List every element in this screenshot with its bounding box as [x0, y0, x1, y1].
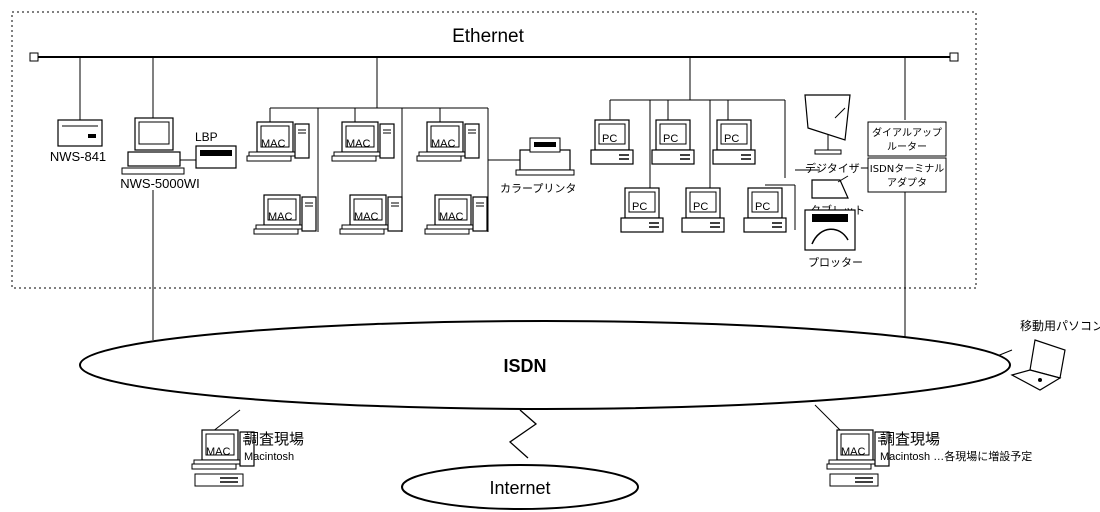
internet-label: Internet [489, 478, 550, 498]
mac-workstation: MAC [416, 121, 480, 162]
ethernet-backbone [29, 52, 959, 62]
pc-workstation: PC [681, 187, 725, 233]
digitizer [804, 94, 851, 155]
site-right-sub: Macintosh …各現場に増設予定 [880, 449, 1032, 463]
svg-text:PC: PC [755, 201, 770, 213]
mac-workstation: MAC [424, 194, 488, 235]
pc-workstation: PC [712, 119, 756, 165]
pc-workstation: PC [743, 187, 787, 233]
svg-text:ルーター: ルーター [887, 141, 927, 153]
isdn-label: ISDN [503, 356, 546, 376]
ethernet-label: Ethernet [452, 26, 525, 47]
internet-network [401, 464, 639, 510]
svg-text:MAC: MAC [439, 211, 464, 223]
site-left-sub: Macintosh [244, 451, 294, 463]
svg-text:PC: PC [602, 133, 617, 145]
svg-text:ISDNターミナル: ISDNターミナル [870, 163, 944, 175]
pc-workstation: PC [620, 187, 664, 233]
mobile-laptop [1010, 339, 1066, 391]
plotter-label: プロッター [808, 256, 863, 269]
lbp-label: LBP [195, 130, 218, 144]
mac-workstation: MAC [331, 121, 395, 162]
site-left-title: 調査現場 [244, 430, 304, 448]
nws-5000wi-workstation [121, 117, 185, 175]
svg-text:アダプタ: アダプタ [887, 176, 927, 189]
isdn-terminal-adapter: ISDNターミナル アダプタ [867, 157, 947, 193]
mac-workstation: MAC [253, 194, 317, 235]
digitizer-label: デジタイザー [805, 161, 871, 175]
pc-workstation: PC [590, 119, 634, 165]
mac-workstation: MAC [339, 194, 403, 235]
svg-text:MAC: MAC [841, 446, 866, 458]
svg-text:MAC: MAC [261, 138, 286, 150]
svg-text:PC: PC [663, 133, 678, 145]
isdn-network [79, 320, 1011, 410]
color-printer [488, 137, 575, 176]
pc-workstation: PC [651, 119, 695, 165]
svg-text:MAC: MAC [354, 211, 379, 223]
svg-text:PC: PC [632, 201, 647, 213]
nws-5000wi-label: NWS-5000WI [120, 176, 199, 191]
site-right-title: 調査現場 [880, 430, 940, 448]
site-mac-left: MAC [191, 429, 255, 487]
lan-boundary [11, 11, 977, 289]
svg-text:MAC: MAC [346, 138, 371, 150]
tablet [811, 175, 849, 199]
color-printer-label: カラープリンタ [500, 182, 576, 195]
svg-text:MAC: MAC [268, 211, 293, 223]
svg-text:PC: PC [693, 201, 708, 213]
nws-841-label: NWS-841 [50, 149, 106, 164]
svg-text:MAC: MAC [206, 446, 231, 458]
internet-link [508, 409, 538, 459]
dialup-router: ダイアルアップ ルーター [867, 121, 947, 157]
site-mac-right: MAC [826, 429, 890, 487]
mobile-pc-label: 移動用パソコン [1020, 319, 1100, 333]
lbp-printer [180, 145, 237, 169]
nws-841-server [57, 119, 103, 147]
svg-text:MAC: MAC [431, 138, 456, 150]
plotter [804, 209, 856, 251]
svg-text:ダイアルアップ: ダイアルアップ [872, 126, 942, 139]
svg-text:PC: PC [724, 133, 739, 145]
mac-workstation: MAC [246, 121, 310, 162]
